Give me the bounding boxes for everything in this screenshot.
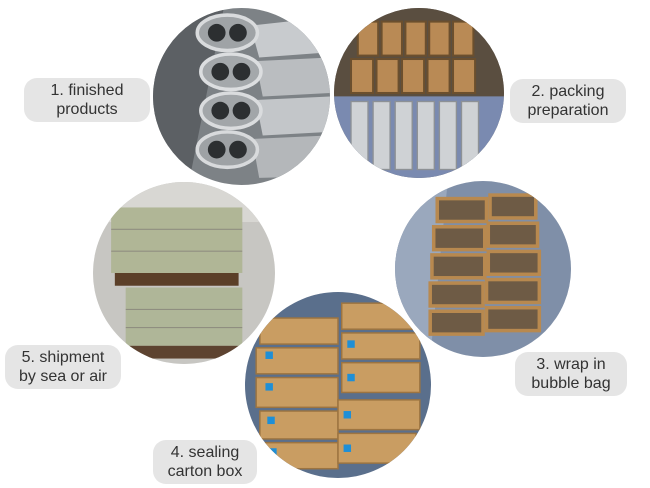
step-label-line: 4. sealing xyxy=(170,444,240,461)
steel-bars xyxy=(350,100,480,171)
step-label-sealing-carton-box: 4. sealing carton box xyxy=(153,440,257,484)
step-label-line: 3. wrap in xyxy=(536,356,606,373)
packing-preparation-photo xyxy=(334,8,504,178)
step-label-finished-products: 1. finished products xyxy=(24,78,150,122)
shipment-pallets-photo xyxy=(93,182,275,364)
pallet-bottom xyxy=(125,287,243,359)
cardboard-trays xyxy=(349,20,477,95)
step-label-packing-preparation: 2. packing preparation xyxy=(510,79,626,123)
finished-products-photo xyxy=(153,8,330,185)
step-label-line: by sea or air xyxy=(18,368,108,385)
step-label-line: preparation xyxy=(527,102,609,119)
carton-boxes xyxy=(255,302,421,470)
step-label-line: 2. packing xyxy=(531,83,605,100)
blue-labels xyxy=(265,340,355,456)
step-label-line: carton box xyxy=(167,463,243,480)
pallet-top xyxy=(111,207,243,286)
step-label-line: products xyxy=(56,101,118,118)
bubble-bag-photo xyxy=(395,181,571,357)
bubble-wrapped-bars xyxy=(428,193,542,336)
carton-box-photo xyxy=(245,292,431,478)
step-label-line: 1. finished xyxy=(50,82,124,99)
profile-ends xyxy=(195,13,263,170)
step-label-line: bubble bag xyxy=(531,375,611,392)
step-label-wrap-bubble-bag: 3. wrap in bubble bag xyxy=(515,352,627,396)
step-label-line: 5. shipment xyxy=(21,349,105,366)
step-label-shipment: 5. shipment by sea or air xyxy=(5,345,121,389)
